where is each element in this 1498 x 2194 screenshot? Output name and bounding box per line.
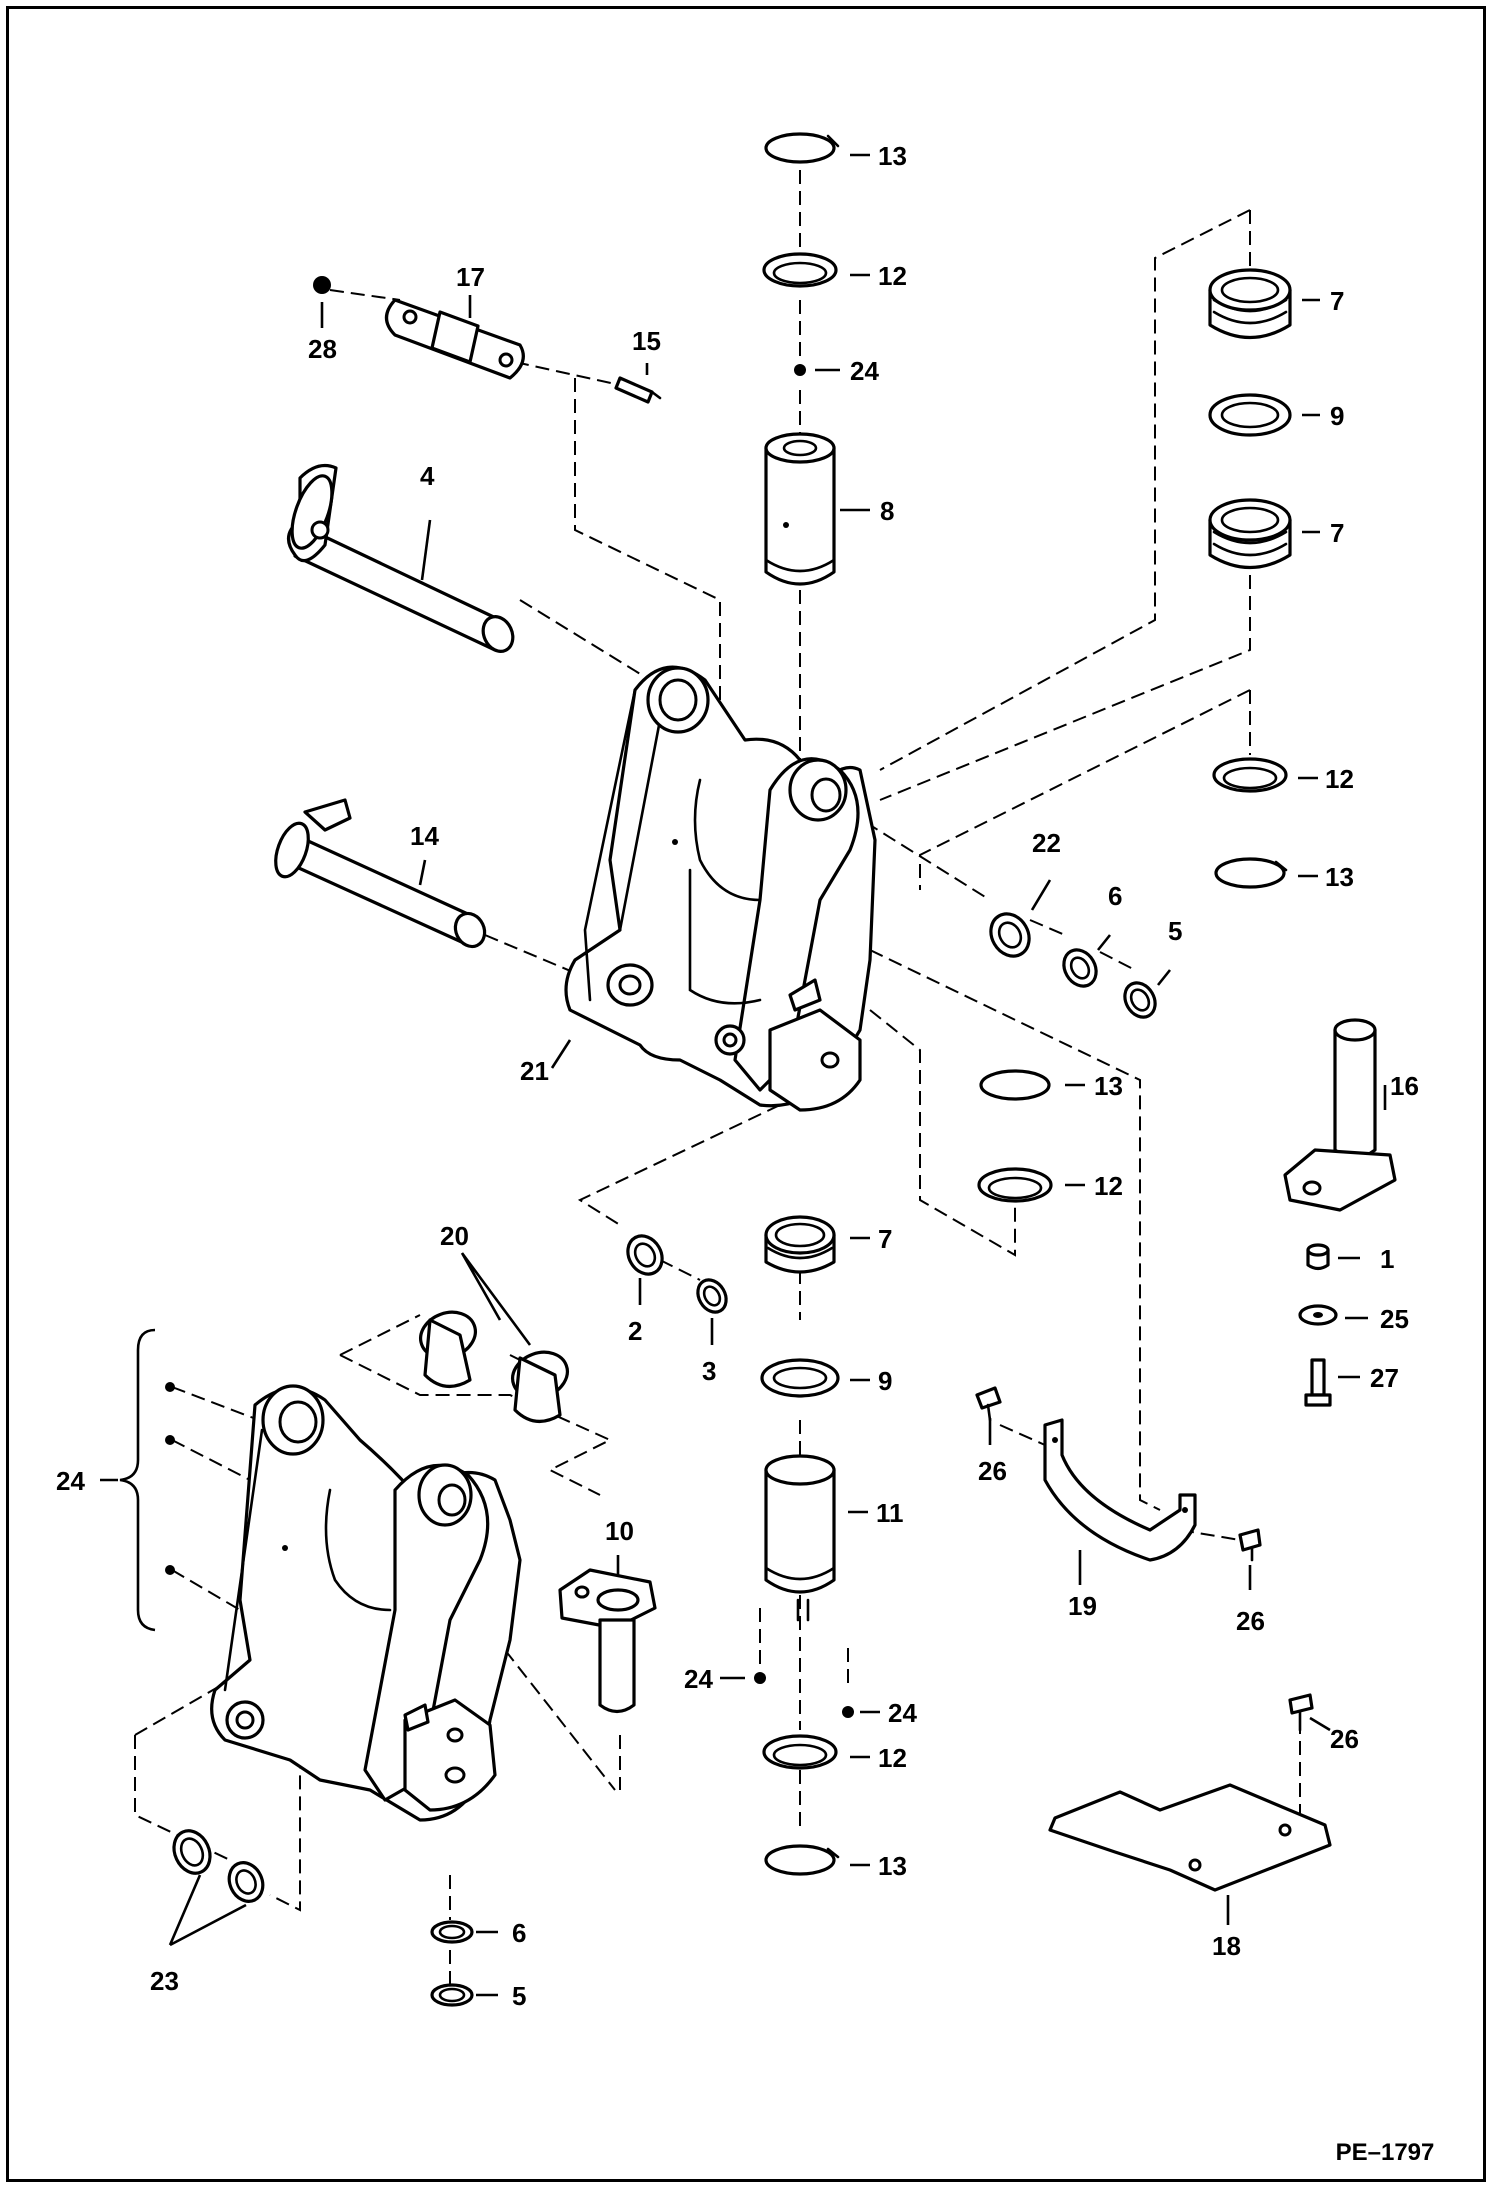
part-13-snap-ring-right bbox=[1214, 857, 1288, 889]
callout-15: 15 bbox=[632, 326, 661, 356]
part-24-grease-fittings-center bbox=[754, 1672, 854, 1718]
part-5-washer-lower bbox=[430, 1983, 474, 2007]
callout-1: 1 bbox=[1380, 1244, 1394, 1274]
part-20-bushings bbox=[419, 1310, 569, 1423]
callout-5: 5 bbox=[1168, 916, 1182, 946]
callout-6: 6 bbox=[1108, 881, 1122, 911]
part-9-shim-center bbox=[760, 1358, 840, 1398]
part-19-bracket bbox=[1043, 1418, 1197, 1562]
callout-24: 24 bbox=[56, 1466, 85, 1496]
callout-21: 21 bbox=[520, 1056, 549, 1086]
part-13-snap-ring-lower bbox=[764, 1844, 840, 1876]
part-23-washers bbox=[172, 1829, 265, 1903]
callout-12: 12 bbox=[878, 261, 907, 291]
callout-labels: 13 12 24 8 17 28 15 4 7 9 7 12 13 14 22 … bbox=[56, 141, 1419, 2011]
part-26-bolt-left bbox=[975, 1386, 1002, 1422]
callout-20: 20 bbox=[440, 1221, 469, 1251]
callout-26: 26 bbox=[1330, 1724, 1359, 1754]
part-24-bolts-left bbox=[165, 1382, 175, 1575]
part-12-seal-mid bbox=[977, 1167, 1053, 1203]
callout-28: 28 bbox=[308, 334, 337, 364]
callout-7: 7 bbox=[1330, 518, 1344, 548]
callout-18: 18 bbox=[1212, 1931, 1241, 1961]
part-27-bolt bbox=[1304, 1358, 1332, 1407]
part-10-pin bbox=[558, 1568, 657, 1714]
part-12-seal-right bbox=[1212, 757, 1288, 793]
part-12-seal-top bbox=[762, 252, 838, 288]
part-15-bolt bbox=[614, 376, 662, 404]
part-3-washer bbox=[696, 1278, 728, 1314]
callout-4: 4 bbox=[420, 461, 435, 491]
callout-13: 13 bbox=[1094, 1071, 1123, 1101]
callout-7: 7 bbox=[878, 1224, 892, 1254]
part-2-washer bbox=[626, 1234, 664, 1276]
part-1-spacer bbox=[1306, 1243, 1330, 1271]
swing-frame-assembly-left bbox=[210, 1384, 522, 1822]
callout-6: 6 bbox=[512, 1918, 526, 1948]
part-9-shim-upper bbox=[1208, 393, 1292, 437]
callout-19: 19 bbox=[1068, 1591, 1097, 1621]
callout-25: 25 bbox=[1380, 1304, 1409, 1334]
callout-3: 3 bbox=[702, 1356, 716, 1386]
callout-22: 22 bbox=[1032, 828, 1061, 858]
part-25-washer bbox=[1298, 1304, 1338, 1326]
callout-11: 11 bbox=[876, 1498, 904, 1528]
callout-13: 13 bbox=[878, 141, 907, 171]
callout-12: 12 bbox=[1094, 1171, 1123, 1201]
part-11-pivot-pin bbox=[764, 1454, 836, 1622]
part-24-grease-fitting-top bbox=[794, 364, 806, 376]
part-4-pin bbox=[287, 464, 515, 653]
figure-code: PE–1797 bbox=[1336, 2139, 1435, 2166]
callout-24: 24 bbox=[684, 1664, 713, 1694]
part-22-washer bbox=[989, 912, 1031, 958]
part-8-pivot-pin bbox=[764, 432, 836, 586]
leader-lines bbox=[100, 153, 1387, 1997]
callout-17: 17 bbox=[456, 262, 485, 292]
callout-12: 12 bbox=[878, 1743, 907, 1773]
part-26-bolt-plate bbox=[1288, 1693, 1314, 1732]
part-14-pin bbox=[274, 798, 487, 949]
part-13-snap-ring-top bbox=[764, 132, 840, 164]
part-28-nut bbox=[313, 276, 331, 294]
part-6-washer-lower bbox=[430, 1920, 474, 1944]
part-21-swing-frame bbox=[564, 665, 877, 1112]
callout-10: 10 bbox=[605, 1516, 634, 1546]
callout-8: 8 bbox=[880, 496, 894, 526]
callout-27: 27 bbox=[1370, 1363, 1399, 1393]
callout-26: 26 bbox=[1236, 1606, 1265, 1636]
callout-9: 9 bbox=[878, 1366, 892, 1396]
callout-12: 12 bbox=[1325, 764, 1354, 794]
part-26-bolt-right bbox=[1238, 1528, 1262, 1562]
callout-9: 9 bbox=[1330, 401, 1344, 431]
part-18-plate bbox=[1048, 1783, 1332, 1892]
callout-24: 24 bbox=[850, 356, 879, 386]
part-5-washer-upper bbox=[1123, 981, 1157, 1019]
callout-16: 16 bbox=[1390, 1071, 1419, 1101]
callout-7: 7 bbox=[1330, 286, 1344, 316]
callout-13: 13 bbox=[878, 1851, 907, 1881]
part-17-retainer-plate bbox=[384, 298, 525, 380]
callout-13: 13 bbox=[1325, 862, 1354, 892]
part-7-bushing-upper-a bbox=[1208, 268, 1292, 340]
part-7-bushing-upper-b bbox=[1208, 498, 1292, 570]
part-6-washer-upper bbox=[1062, 948, 1098, 988]
callout-2: 2 bbox=[628, 1316, 642, 1346]
part-12-seal-lower bbox=[762, 1734, 838, 1770]
callout-14: 14 bbox=[410, 821, 439, 851]
callout-24: 24 bbox=[888, 1698, 917, 1728]
callout-23: 23 bbox=[150, 1966, 179, 1996]
callout-26: 26 bbox=[978, 1456, 1007, 1486]
part-13-snap-ring-mid bbox=[979, 1069, 1051, 1101]
part-7-bushing-center bbox=[764, 1215, 836, 1274]
callout-5: 5 bbox=[512, 1981, 526, 2011]
part-16-pin bbox=[1283, 1018, 1397, 1212]
